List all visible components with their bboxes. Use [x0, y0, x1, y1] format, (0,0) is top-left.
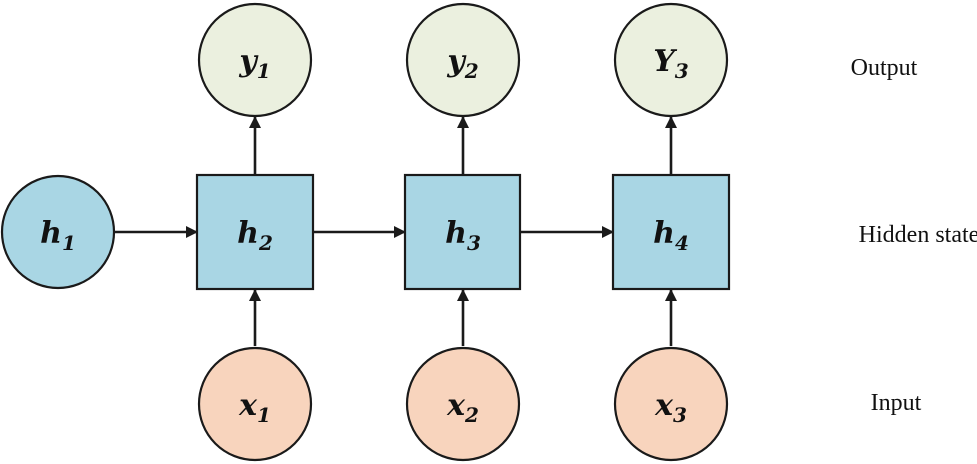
hidden-node-1	[195, 173, 315, 291]
input-label-2: x2	[446, 388, 479, 427]
timestep-column-2: y2 h3 x2	[403, 2, 522, 462]
initial-state-node: h1	[0, 174, 116, 290]
output-label-3: Y3	[653, 44, 688, 83]
output-label-2: y2	[446, 44, 478, 83]
hidden-node-3	[611, 173, 731, 291]
row-label-input: Input	[871, 390, 922, 416]
input-node-3	[613, 346, 729, 462]
input-label-3: x3	[654, 388, 687, 427]
output-label-1: y1	[238, 44, 270, 83]
hidden-label-3: h4	[653, 216, 689, 255]
initial-state-label: h1	[40, 216, 76, 255]
hidden-label-1: h2	[237, 216, 273, 255]
input-node-2	[405, 346, 521, 462]
timestep-column-1: y1 h2 x1	[195, 2, 315, 462]
timestep-column-3: Y3 h4 x3	[611, 2, 731, 462]
row-label-output: Output	[851, 55, 918, 81]
hidden-label-2: h3	[445, 216, 481, 255]
input-node-1	[197, 346, 313, 462]
input-label-1: x1	[238, 388, 271, 427]
row-label-hidden-state: Hidden state	[859, 222, 977, 248]
hidden-node-2	[403, 173, 522, 291]
